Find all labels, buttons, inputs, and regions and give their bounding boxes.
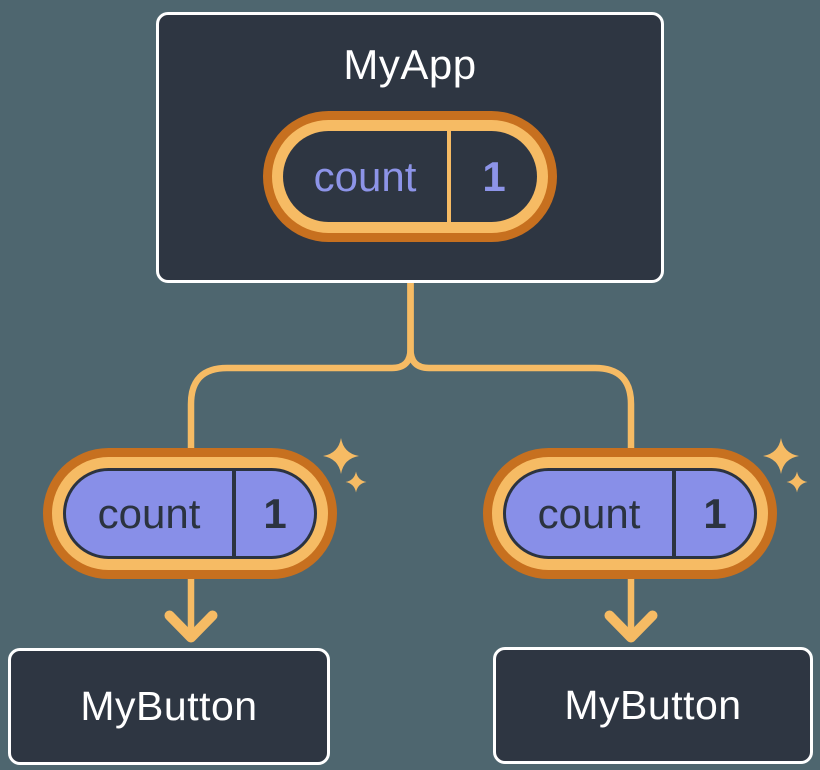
sparkles-right (763, 438, 808, 493)
state-pill-inner-ring: count 1 (52, 457, 328, 570)
state-value-label: 1 (482, 152, 506, 200)
sparkle-large-icon (763, 438, 799, 474)
state-name-label: count (313, 152, 417, 200)
component-title: MyApp (343, 41, 477, 88)
state-pill-inner-ring: count 1 (272, 120, 548, 234)
state-pill-divider (672, 471, 676, 556)
state-pill-divider (447, 131, 451, 223)
component-node-mybutton-right: MyButton (493, 647, 813, 764)
component-node-myapp: MyApp count 1 (156, 12, 664, 283)
state-pill-right-child: count 1 (483, 448, 777, 579)
state-value-label: 1 (703, 489, 727, 537)
state-value-label: 1 (263, 489, 287, 537)
state-pill-inner-ring: count 1 (492, 457, 768, 570)
sparkles-left (323, 438, 367, 493)
state-name-label: count (97, 489, 201, 537)
component-title: MyButton (564, 681, 742, 728)
component-node-mybutton-left: MyButton (8, 648, 330, 765)
sparkle-large-icon (323, 438, 359, 474)
state-pill-left-child: count 1 (43, 448, 337, 579)
arrow-down-right-icon (604, 610, 658, 643)
state-name-label: count (537, 489, 641, 537)
state-pill-divider (232, 471, 236, 556)
arrow-down-left-icon (164, 610, 218, 643)
state-pill-root: count 1 (263, 111, 557, 243)
sparkle-small-icon (786, 471, 808, 493)
component-title: MyButton (80, 682, 258, 729)
sparkle-small-icon (345, 471, 367, 493)
connector-right-branch (407, 283, 635, 634)
